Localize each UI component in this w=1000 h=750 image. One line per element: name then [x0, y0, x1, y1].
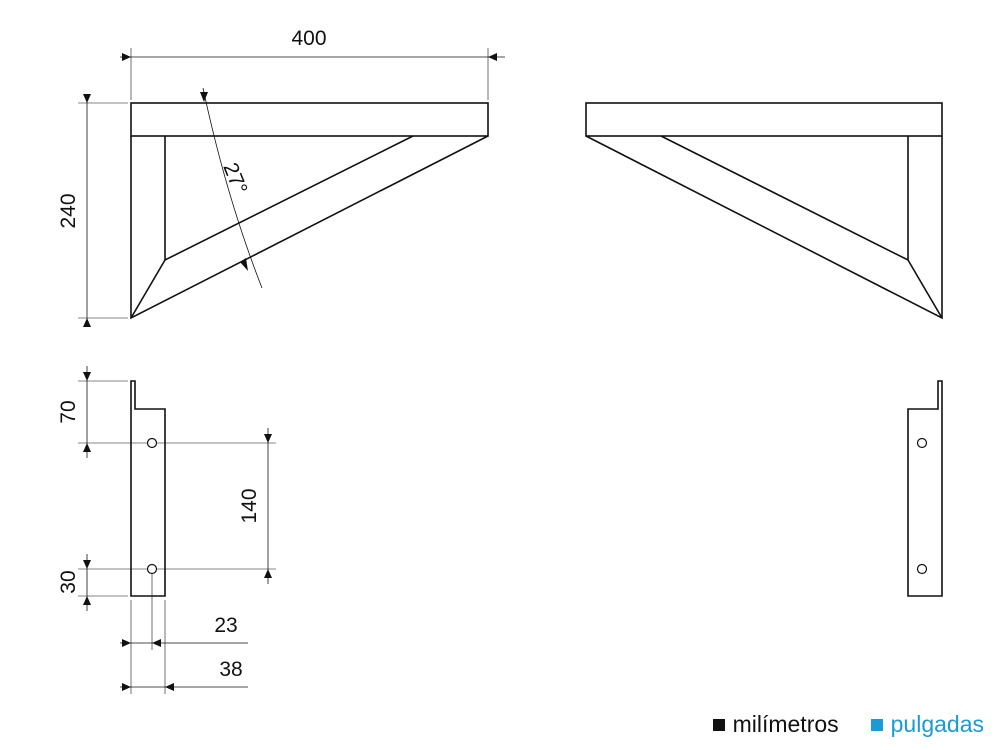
right-top-arm — [585, 102, 943, 137]
dimension-width-label: 400 — [291, 27, 326, 50]
dimension-flange-width: 38 — [120, 600, 248, 694]
dimension-bottom-offset: 30 — [57, 554, 148, 611]
left-lower-hole — [146, 563, 158, 575]
dimension-hole-spacing: 140 — [156, 428, 276, 584]
dimension-height: 240 — [57, 94, 128, 327]
legend-item-inches: pulgadas — [870, 711, 984, 738]
dimension-hole-inset: 23 — [120, 574, 248, 694]
right-front-profile — [907, 380, 943, 597]
bracket-left-front-view — [130, 380, 166, 597]
legend-label-millimeters: milímetros — [732, 711, 839, 737]
bracket-right-front-view — [907, 380, 943, 597]
dimension-height-label: 240 — [57, 193, 80, 228]
dimension-top-offset-label: 70 — [57, 400, 80, 423]
right-brace-joint — [907, 259, 943, 319]
left-brace-joint — [130, 259, 166, 319]
right-lower-hole — [916, 563, 928, 575]
left-outer-frame — [130, 135, 489, 320]
left-upper-hole — [146, 437, 158, 449]
left-front-profile — [130, 380, 166, 597]
bracket-left-side-view — [130, 102, 489, 320]
legend-swatch-inches — [870, 718, 883, 731]
dimension-hole-inset-label: 23 — [214, 614, 237, 637]
dimension-angle-label: 27° — [218, 160, 251, 198]
left-top-arm — [130, 102, 489, 137]
left-inner-frame — [164, 135, 414, 262]
legend-swatch-millimeters — [712, 718, 725, 731]
dimension-hole-spacing-label: 140 — [238, 488, 261, 523]
dimension-width: 400 — [120, 27, 505, 100]
dimension-flange-width-label: 38 — [219, 658, 242, 681]
dimension-angle: 27° — [200, 87, 263, 289]
dimension-top-offset: 70 — [57, 366, 148, 458]
legend-item-millimeters: milímetros — [712, 711, 839, 738]
bracket-right-side-view — [585, 102, 943, 320]
right-inner-frame — [660, 135, 909, 262]
unit-legend: milímetros pulgadas — [712, 711, 984, 738]
legend-label-inches: pulgadas — [890, 711, 984, 737]
right-upper-hole — [916, 437, 928, 449]
right-outer-frame — [585, 135, 943, 320]
dimension-bottom-offset-label: 30 — [57, 570, 80, 593]
